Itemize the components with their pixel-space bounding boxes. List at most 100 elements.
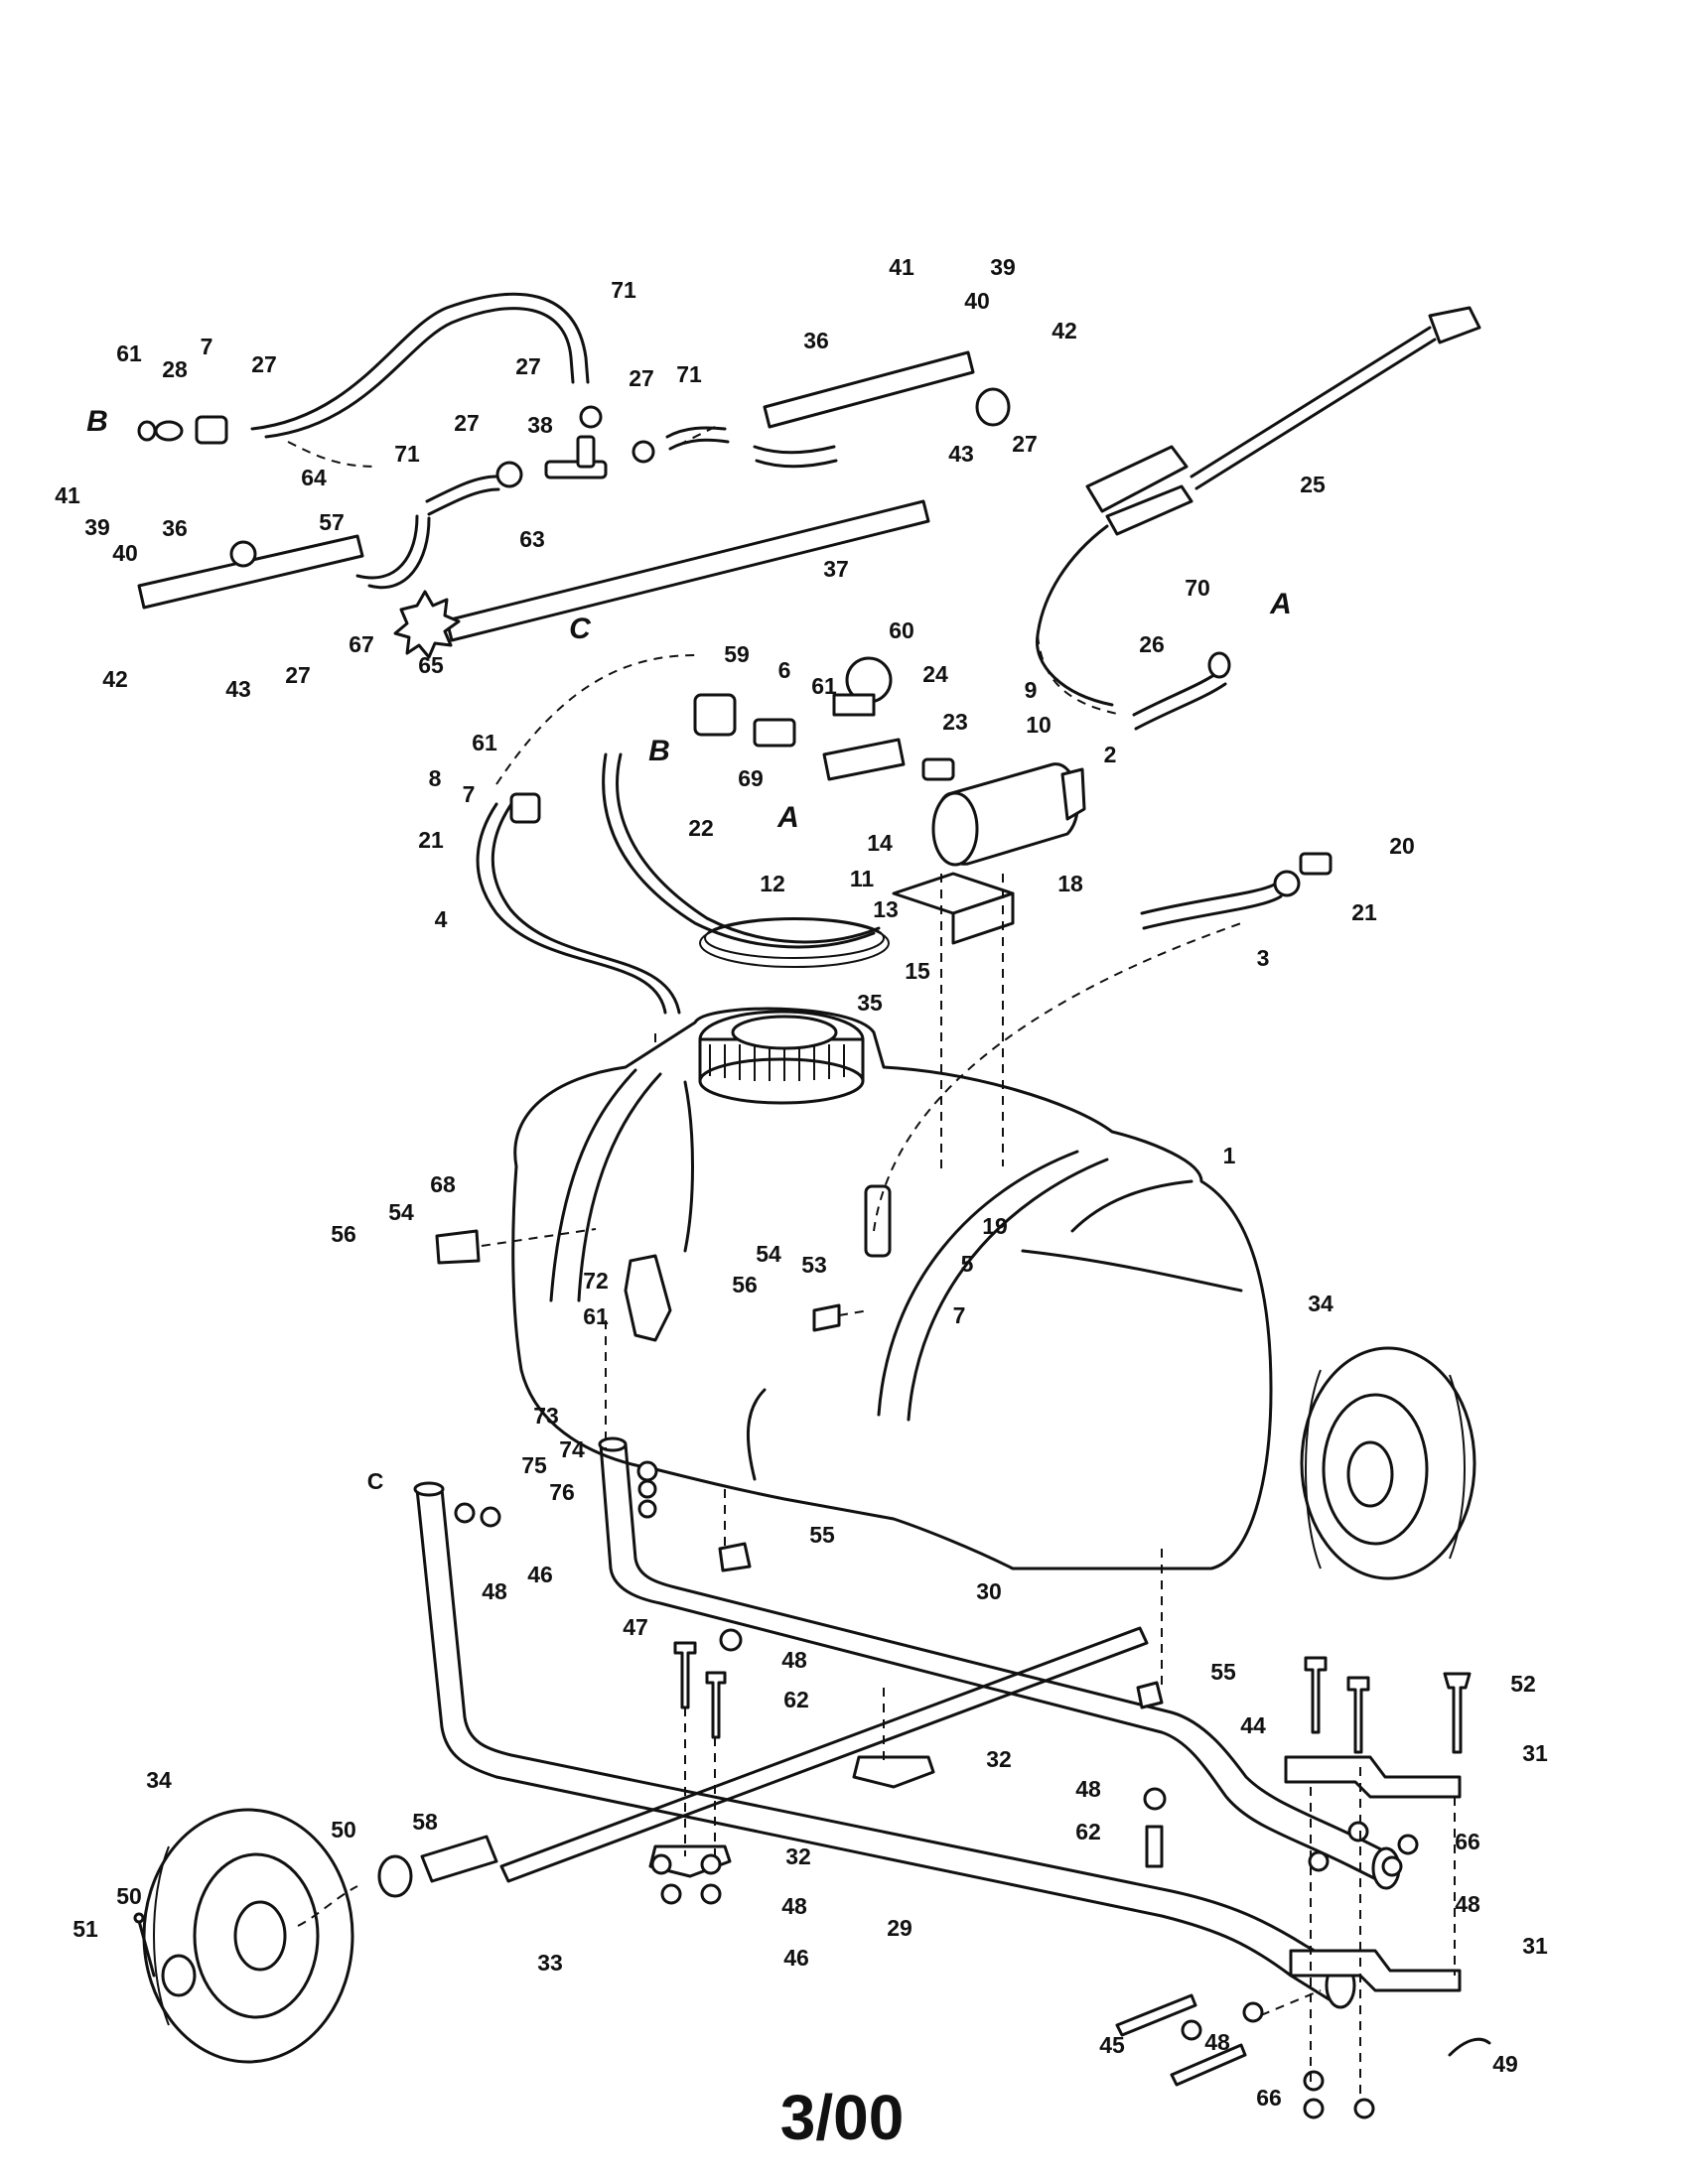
callout-27: 27 <box>454 410 480 436</box>
callout-15: 15 <box>905 958 930 984</box>
callout-45: 45 <box>1099 2032 1125 2058</box>
callout-71: 71 <box>611 277 636 303</box>
callout-29: 29 <box>887 1915 912 1941</box>
callout-53: 53 <box>801 1252 827 1278</box>
callout-2: 2 <box>1104 742 1117 767</box>
callout-21: 21 <box>1351 899 1377 925</box>
callout-66: 66 <box>1256 2085 1282 2111</box>
callout-61: 61 <box>811 673 837 699</box>
wheel-left-drawing <box>142 1808 498 2064</box>
callout-39: 39 <box>990 254 1016 280</box>
callout-74: 74 <box>559 1436 585 1462</box>
callout-75: 75 <box>521 1452 547 1478</box>
boom-37-drawing <box>445 499 930 642</box>
bracket-lower-drawing <box>1289 1949 1462 1992</box>
frame-tube-upper-drawing <box>599 1442 1382 1883</box>
callout-7: 7 <box>201 334 213 359</box>
callout-36: 36 <box>803 328 829 353</box>
exploded-view-artwork <box>133 292 1491 2119</box>
callout-66: 66 <box>1455 1829 1480 1854</box>
callout-44: 44 <box>1240 1712 1266 1738</box>
callout-71: 71 <box>676 361 702 387</box>
callout-7: 7 <box>463 781 476 807</box>
callout-18: 18 <box>1057 871 1083 896</box>
callout-48: 48 <box>482 1578 507 1604</box>
callout-48: 48 <box>781 1647 807 1673</box>
callout-46: 46 <box>783 1945 809 1971</box>
callout-46: 46 <box>527 1562 553 1587</box>
callout-67: 67 <box>349 631 374 657</box>
callout-9: 9 <box>1025 677 1038 703</box>
callout-8: 8 <box>429 765 442 791</box>
callout-61: 61 <box>116 341 142 366</box>
callout-63: 63 <box>519 526 545 552</box>
callout-37: 37 <box>823 556 849 582</box>
hose-71-top <box>250 292 590 431</box>
callout-12: 12 <box>760 871 785 896</box>
callout-43: 43 <box>225 676 251 702</box>
callout-11: 11 <box>850 866 875 891</box>
callout-22: 22 <box>688 815 714 841</box>
callout-61: 61 <box>583 1303 609 1329</box>
callout-65: 65 <box>418 652 444 678</box>
callout-72: 72 <box>583 1268 609 1294</box>
callout-13: 13 <box>873 896 899 922</box>
reference-letter-A: A <box>1269 588 1292 620</box>
callout-59: 59 <box>724 641 750 667</box>
callout-42: 42 <box>102 666 128 692</box>
callout-27: 27 <box>285 662 311 688</box>
callout-27: 27 <box>251 351 277 377</box>
callout-21: 21 <box>418 827 444 853</box>
callout-27: 27 <box>629 365 654 391</box>
callout-30: 30 <box>976 1578 1002 1604</box>
callout-42: 42 <box>1052 318 1077 343</box>
callout-43: 43 <box>948 441 974 467</box>
callout-33: 33 <box>537 1950 563 1976</box>
callout-49: 49 <box>1492 2051 1518 2077</box>
callout-58: 58 <box>412 1809 438 1835</box>
callout-5: 5 <box>961 1251 974 1277</box>
callout-50: 50 <box>331 1817 356 1843</box>
callout-69: 69 <box>738 765 764 791</box>
callout-73: 73 <box>533 1403 559 1429</box>
callout-55: 55 <box>809 1522 835 1548</box>
callout-57: 57 <box>319 509 345 535</box>
callout-61: 61 <box>472 730 497 755</box>
callout-47: 47 <box>623 1614 648 1640</box>
callout-48: 48 <box>1075 1776 1101 1802</box>
callout-27: 27 <box>515 353 541 379</box>
callout-56: 56 <box>732 1272 758 1297</box>
callout-51: 51 <box>72 1916 98 1942</box>
dashed-connection-lines <box>287 426 1456 2095</box>
callout-76: 76 <box>549 1479 575 1505</box>
callout-4: 4 <box>435 906 448 932</box>
fittings-drawing <box>137 387 1333 1709</box>
hardware-drawing <box>133 1460 1491 2119</box>
bracket-upper-drawing <box>1284 1755 1462 1799</box>
callout-50: 50 <box>116 1883 142 1909</box>
callout-24: 24 <box>922 661 948 687</box>
wheel-right-drawing <box>1300 1346 1476 1580</box>
callout-32: 32 <box>986 1746 1012 1772</box>
callout-26: 26 <box>1139 631 1165 657</box>
callout-39: 39 <box>84 514 110 540</box>
reference-letter-B: B <box>86 405 108 438</box>
callout-28: 28 <box>162 356 188 382</box>
callout-14: 14 <box>867 830 893 856</box>
callout-1: 1 <box>1223 1143 1236 1168</box>
callout-48: 48 <box>1455 1891 1480 1917</box>
callout-68: 68 <box>430 1171 456 1197</box>
callout-20: 20 <box>1389 833 1415 859</box>
callout-40: 40 <box>112 540 138 566</box>
callout-10: 10 <box>1026 712 1052 738</box>
callout-36: 36 <box>162 515 188 541</box>
callout-71: 71 <box>394 441 420 467</box>
page-number: 3/00 <box>780 2082 905 2153</box>
callout-62: 62 <box>783 1687 809 1712</box>
callout-54: 54 <box>388 1199 414 1225</box>
callout-40: 40 <box>964 288 990 314</box>
callout-27: 27 <box>1012 431 1038 457</box>
callout-60: 60 <box>889 617 914 643</box>
